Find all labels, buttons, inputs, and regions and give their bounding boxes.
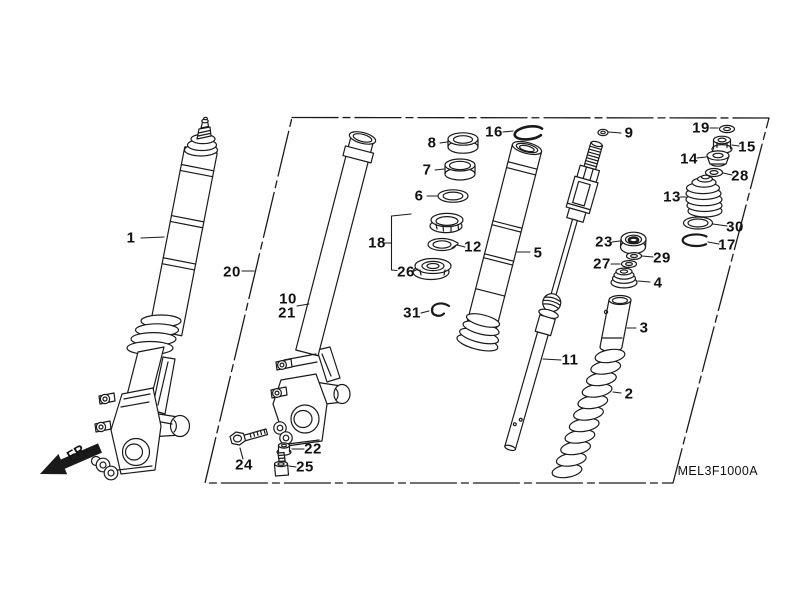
part-4-spring-seat (610, 267, 638, 289)
part-31-stopper-clip (430, 302, 451, 317)
part-8-cap (447, 132, 479, 154)
part-19-washer (718, 124, 736, 134)
callout-leader-lines (140, 127, 740, 468)
part-7-spring-collar (444, 158, 476, 181)
part-3-collar (599, 294, 632, 353)
part-10-21-fork-slider (270, 131, 377, 447)
fr-direction-indicator: FR. (40, 440, 102, 475)
part-12-backup-ring (427, 237, 459, 252)
part-26-oil-seal (412, 257, 452, 281)
part-23-spring-seat-stopper (619, 231, 647, 255)
part-9-lock-nut (597, 128, 609, 137)
part-30-washer (682, 216, 714, 230)
part-28-washer (704, 167, 724, 178)
part-16-snap-ring (513, 125, 544, 141)
part-24-axle-pinch-bolt (229, 428, 269, 446)
part-5-fork-pipe (456, 140, 543, 352)
part-11-damper-rod-assembly (504, 140, 604, 452)
diagram-border (204, 116, 770, 484)
part-13-preload-adjuster (685, 174, 723, 218)
part-17-o-ring (681, 233, 708, 248)
part-29-washer (625, 252, 643, 261)
part-1-fork-leg-assembly (90, 116, 219, 481)
part-27-washer (620, 260, 638, 269)
diagram-code: MEL3F1000A (678, 464, 759, 478)
callout-18-bracket (390, 213, 412, 272)
part-18-guide-bushing (429, 212, 464, 234)
part-14-spring-seat-upper (706, 150, 730, 167)
fr-arrow-icon (40, 443, 102, 475)
part-2-fork-spring (551, 348, 626, 479)
part-6-washer (437, 189, 469, 203)
part-25-flange-bolt (273, 451, 290, 477)
